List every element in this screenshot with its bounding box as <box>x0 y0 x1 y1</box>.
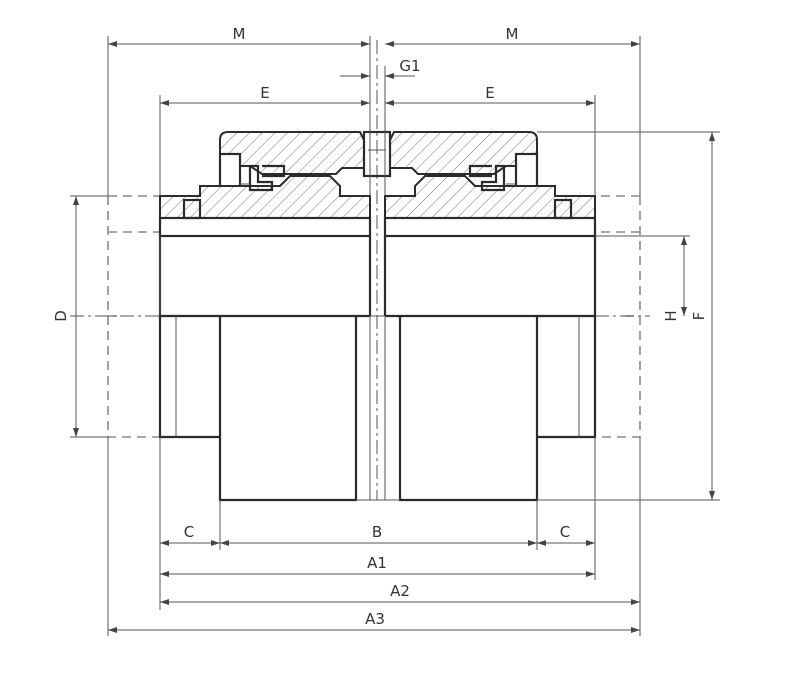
label-G1: G1 <box>399 57 420 75</box>
label-F: F <box>690 312 708 321</box>
label-M-left: M <box>233 25 246 43</box>
label-H: H <box>662 310 680 321</box>
label-C-left: C <box>184 523 194 541</box>
sleeve-section <box>218 130 539 196</box>
dimension-labels: M M G1 E E D H F C B C A1 A2 A3 <box>52 25 708 628</box>
dimension-lines <box>73 41 715 633</box>
left-hub-body <box>158 216 372 439</box>
label-D: D <box>52 310 70 322</box>
label-M-right: M <box>506 25 519 43</box>
label-C-right: C <box>560 523 570 541</box>
label-A2: A2 <box>390 582 410 600</box>
extension-lines <box>70 36 720 636</box>
label-B: B <box>372 523 382 541</box>
sleeve-lower-body <box>218 316 539 502</box>
right-hub-body <box>383 216 597 439</box>
label-A3: A3 <box>365 610 385 628</box>
label-A1: A1 <box>367 554 387 572</box>
hub-section <box>159 164 596 220</box>
label-E-right: E <box>485 84 494 102</box>
label-E-left: E <box>260 84 269 102</box>
